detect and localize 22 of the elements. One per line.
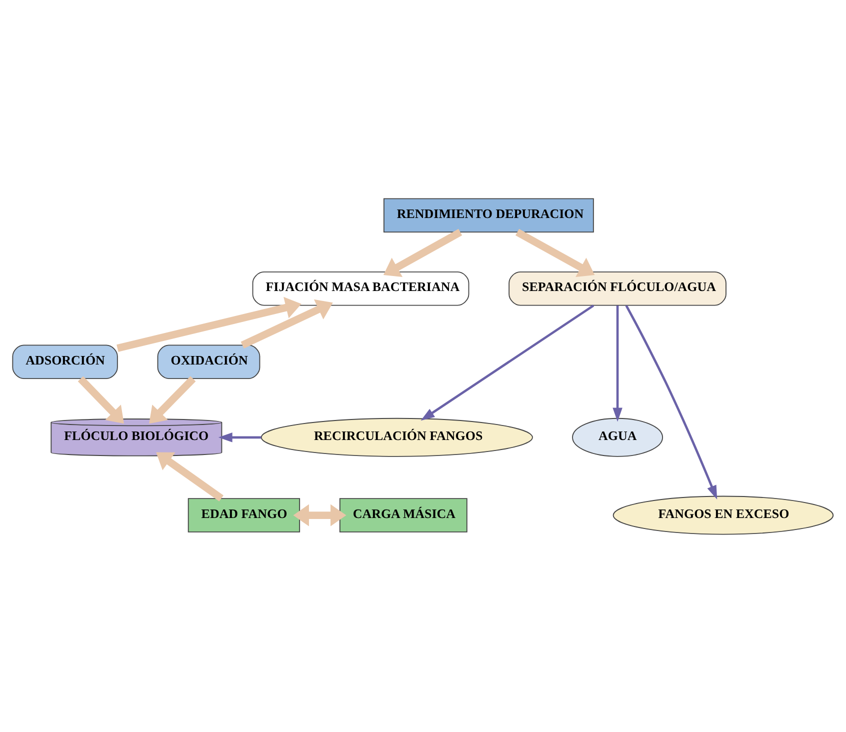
- node-ellipse: RECIRCULACIÓN FANGOS: [260, 417, 533, 456]
- arrow: [156, 452, 224, 501]
- node-ellipse: AGUA: [572, 417, 664, 456]
- node-box: EDAD FANGO: [188, 498, 300, 532]
- arrow: [383, 228, 462, 276]
- node-box: FIJACIÓN MASA BACTERIANA: [252, 270, 470, 306]
- node-box: ADSORCIÓN: [12, 344, 118, 378]
- node-box: OXIDACIÓN: [157, 344, 260, 378]
- arrow: [293, 504, 346, 526]
- arrow: [240, 298, 333, 348]
- arrow: [420, 304, 594, 420]
- arrow: [515, 228, 595, 277]
- node-box: SEPARACIÓN FLÓCULO/AGUA: [508, 270, 726, 306]
- node-box: RENDIMIENTO DEPURACION: [383, 198, 594, 232]
- node-box: CARGA MÁSICA: [339, 498, 468, 532]
- arrow: [116, 296, 302, 352]
- arrow: [78, 376, 124, 424]
- arrow: [218, 432, 262, 442]
- arrow: [612, 305, 622, 422]
- node-ellipse: FANGOS EN EXCESO: [612, 495, 834, 534]
- arrow: [625, 304, 718, 499]
- arrow: [149, 376, 196, 424]
